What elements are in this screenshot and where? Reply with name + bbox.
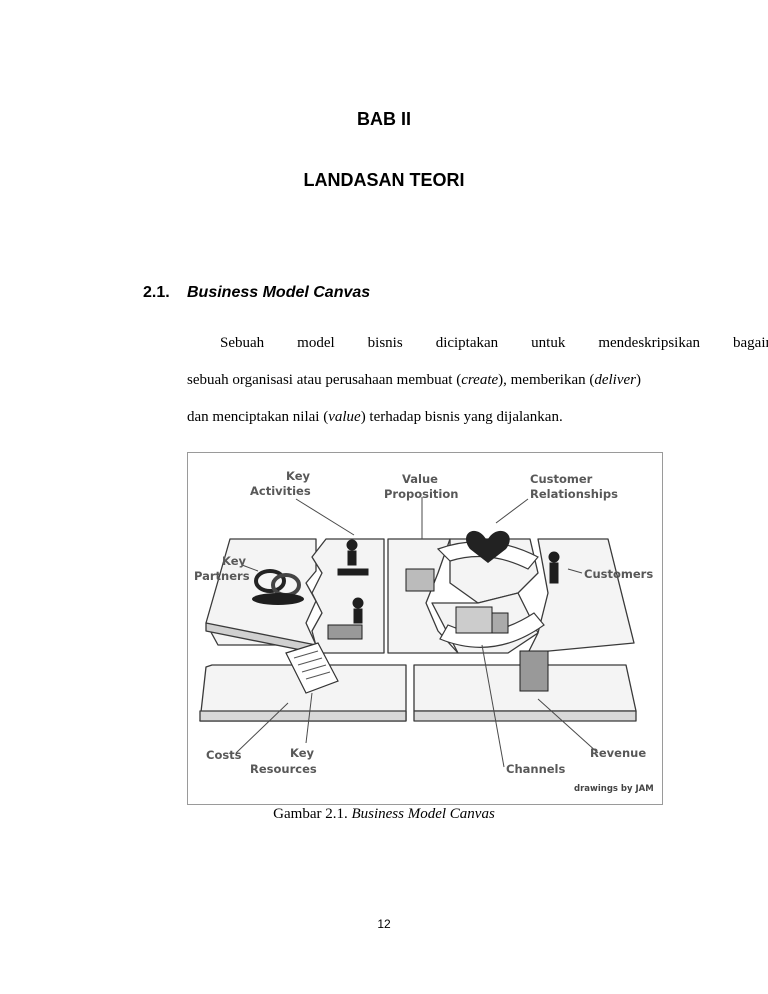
word: model bbox=[297, 335, 335, 351]
term-create: create bbox=[461, 372, 499, 388]
page-number: 12 bbox=[377, 917, 391, 931]
paragraph-line-2: sebuah organisasi atau perusahaan membua… bbox=[187, 373, 668, 388]
text: sebuah organisasi atau perusahaan membua… bbox=[187, 372, 462, 388]
business-model-canvas-figure: Key Activities Value Proposition Custome… bbox=[187, 452, 663, 805]
paragraph-line-3: dan menciptakan nilai (value) terhadap b… bbox=[187, 410, 668, 425]
heart-icon bbox=[466, 530, 510, 563]
term-deliver: deliver bbox=[594, 372, 637, 388]
label-costs: Costs bbox=[206, 748, 242, 762]
section-title: Business Model Canvas bbox=[187, 284, 371, 301]
truck-icon bbox=[455, 606, 493, 634]
label-key-activities-1: Key bbox=[286, 469, 311, 483]
paragraph-line-1: Sebuah model bisnis diciptakan untuk men… bbox=[187, 335, 768, 351]
label-key-partners-1: Key bbox=[222, 554, 247, 568]
label-channels: Channels bbox=[506, 762, 566, 776]
text: ), memberikan ( bbox=[498, 372, 595, 388]
section-number: 2.1. bbox=[143, 284, 170, 301]
person-icon bbox=[352, 597, 364, 609]
word: bagaimana bbox=[733, 335, 768, 351]
text: ) terhadap bisnis yang dijalankan. bbox=[360, 409, 563, 425]
term-value: value bbox=[328, 409, 361, 425]
label-value-proposition-2: Proposition bbox=[384, 487, 458, 501]
word: Sebuah bbox=[220, 335, 265, 351]
chapter-title: LANDASAN TEORI bbox=[303, 170, 465, 190]
person-icon bbox=[346, 539, 358, 551]
chapter-number: BAB II bbox=[357, 109, 411, 129]
cash-register-icon bbox=[519, 650, 549, 692]
caption-prefix: Gambar 2.1. bbox=[273, 806, 352, 822]
customer-segments-block bbox=[527, 538, 635, 654]
word: bisnis bbox=[367, 335, 403, 351]
figure-caption: Gambar 2.1. Business Model Canvas bbox=[0, 806, 768, 823]
canvas-drawing: Key Activities Value Proposition Custome… bbox=[194, 469, 654, 794]
label-customer-relationships-1: Customer bbox=[530, 472, 593, 486]
text: ) bbox=[636, 372, 642, 388]
label-key-activities-2: Activities bbox=[250, 484, 311, 498]
word: diciptakan bbox=[435, 335, 499, 351]
rings-icon bbox=[254, 569, 286, 593]
section-heading: 2.1. Business Model Canvas bbox=[143, 284, 370, 302]
label-key-resources-2: Resources bbox=[250, 762, 317, 776]
label-revenue: Revenue bbox=[590, 746, 646, 760]
label-value-proposition-1: Value bbox=[402, 472, 438, 486]
document-icon bbox=[285, 642, 339, 694]
label-key-partners-2: Partners bbox=[194, 569, 250, 583]
customer-person-icon bbox=[548, 551, 560, 563]
word: mendeskripsikan bbox=[598, 335, 700, 351]
drawing-credit: drawings by JAM bbox=[574, 784, 654, 794]
label-customer-relationships-2: Relationships bbox=[530, 487, 618, 501]
word: untuk bbox=[531, 335, 566, 351]
text: dan menciptakan nilai ( bbox=[187, 409, 329, 425]
label-key-resources-1: Key bbox=[290, 746, 315, 760]
value-proposition-block bbox=[387, 538, 459, 654]
caption-title: Business Model Canvas bbox=[351, 806, 495, 822]
label-customers: Customers bbox=[584, 567, 653, 581]
gift-box-icon bbox=[405, 568, 435, 592]
